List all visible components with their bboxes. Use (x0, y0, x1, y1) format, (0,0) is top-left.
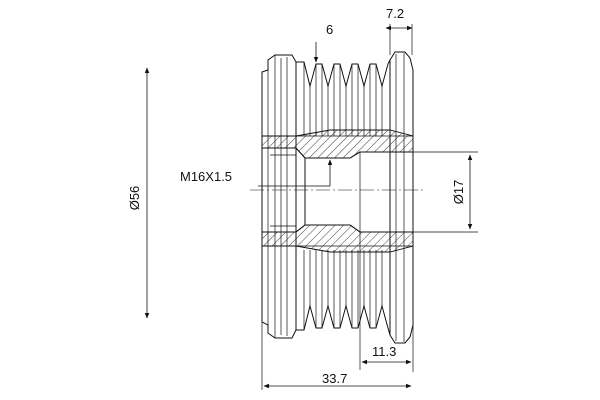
overall-length-label: 33.7 (322, 371, 347, 386)
dimension-overall-length: 33.7 (261, 246, 412, 390)
bore-step-outline (349, 151, 414, 233)
bore-outline (262, 147, 306, 233)
pulley-body (250, 51, 425, 344)
dimension-rim-width: 7.2 (385, 6, 413, 55)
dimension-bore-depth: 11.3 (359, 232, 414, 372)
bore-diameter-label: Ø17 (451, 180, 466, 205)
bore-depth-label: 11.3 (372, 344, 396, 359)
outer-diameter-label: Ø56 (127, 186, 142, 211)
rim-width-label: 7.2 (386, 6, 404, 21)
dimension-thread: M16X1.5 (180, 159, 333, 187)
groove-shading (303, 62, 383, 330)
left-hub-outline (261, 54, 297, 339)
dimension-outer-diameter: Ø56 (127, 67, 150, 319)
groove-count-label: 6 (326, 22, 333, 37)
dimension-groove-count: 6 (313, 22, 333, 63)
thread-label: M16X1.5 (180, 169, 232, 184)
dimension-bore-diameter: Ø17 (413, 151, 478, 233)
right-rim-outline (389, 51, 414, 344)
